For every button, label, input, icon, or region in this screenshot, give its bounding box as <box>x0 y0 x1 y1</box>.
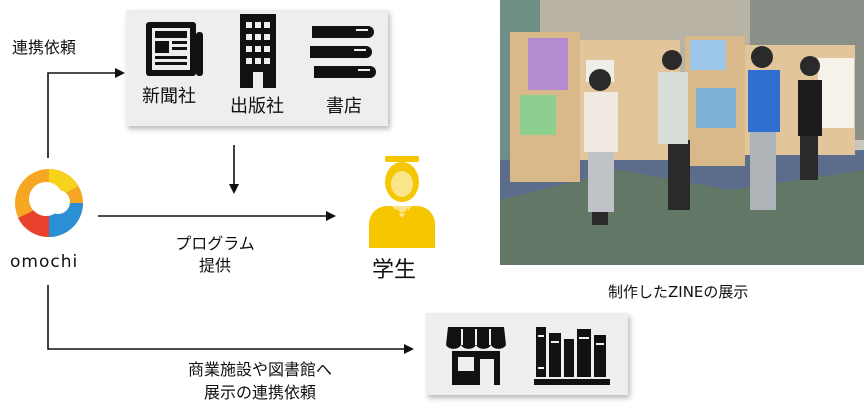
building-icon <box>240 14 276 88</box>
omochi-logo-icon <box>15 169 83 238</box>
student-icon <box>369 156 435 248</box>
arrow-to-venues <box>47 285 414 354</box>
omochi-name: omochi <box>10 252 79 272</box>
program-label-line1: プログラム <box>175 234 255 253</box>
venues-card <box>426 313 628 395</box>
program-label-line2: 提供 <box>198 256 231 275</box>
request-label: 連携依頼 <box>12 38 77 57</box>
partner-label-newspaper: 新聞社 <box>142 86 196 107</box>
student-label: 学生 <box>372 258 417 283</box>
books-icon <box>310 26 376 78</box>
shop-icon <box>446 327 506 385</box>
partners-card: 新聞社 出版社 書店 <box>126 10 388 126</box>
photo-caption: 制作したZINEの展示 <box>608 283 749 301</box>
partner-label-bookstore: 書店 <box>326 96 362 117</box>
library-shelf-icon <box>534 327 610 385</box>
arrow-to-partners <box>47 68 125 158</box>
partner-label-publisher: 出版社 <box>230 96 284 117</box>
facility-label-line2: 展示の連携依頼 <box>203 383 316 402</box>
zine-exhibit-photo <box>500 0 864 265</box>
facility-label-line1: 商業施設や図書館へ <box>187 360 332 379</box>
newspaper-icon <box>146 22 203 76</box>
